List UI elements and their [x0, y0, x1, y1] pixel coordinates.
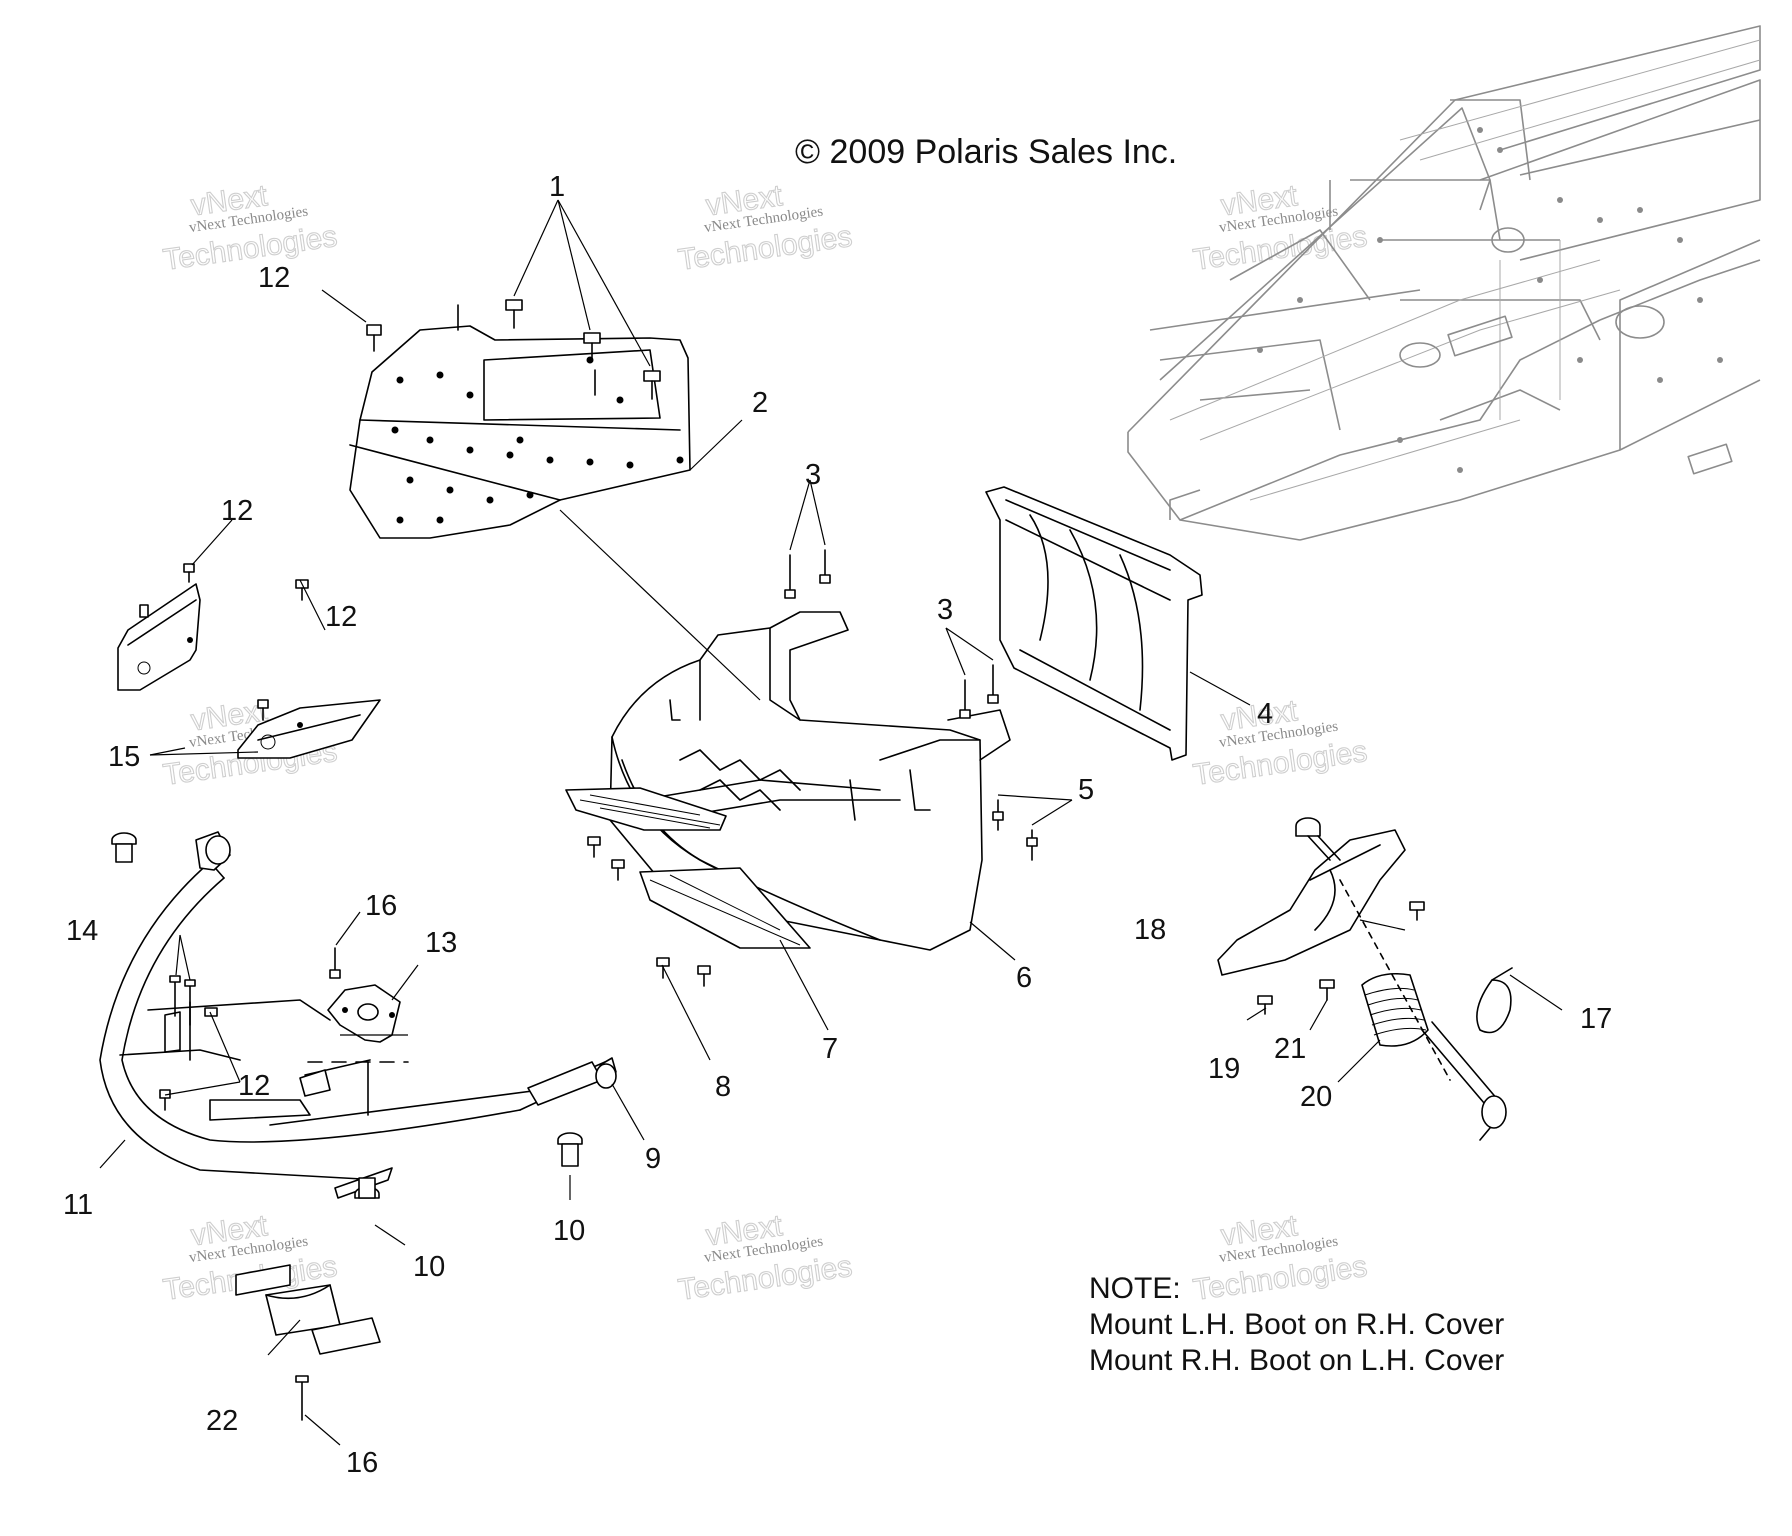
side-cover-left	[117, 563, 201, 691]
watermark-technologies: Technologies	[676, 1250, 854, 1307]
watermark-technologies: Technologies	[676, 220, 854, 277]
steering-boot-assembly	[1217, 817, 1513, 1141]
watermark-technologies: Technologies	[1191, 735, 1369, 792]
bumper-bracket	[307, 947, 409, 1116]
callout-14: 14	[66, 915, 98, 947]
watermark-technologies: Technologies	[161, 220, 339, 277]
bulkhead-panel	[985, 486, 1203, 761]
assembly-note: NOTE: Mount L.H. Boot on R.H. Cover Moun…	[1089, 1272, 1504, 1377]
watermark-technologies: Technologies	[1191, 220, 1369, 277]
callout-2: 2	[752, 387, 768, 419]
callout-8: 8	[715, 1071, 731, 1103]
bolts-part-3-5-8	[587, 549, 1038, 987]
callout-22: 22	[206, 1405, 238, 1437]
callout-20: 20	[1300, 1081, 1332, 1113]
callout-numbers: 1 2 3 3 4 5 6 7 8 9 10 10 11 12 12 12 12…	[63, 171, 1612, 1479]
callout-21: 21	[1274, 1033, 1306, 1065]
callout-16-top: 16	[365, 890, 397, 922]
callout-6: 6	[1016, 962, 1032, 994]
chassis-frame	[1127, 25, 1761, 541]
callout-19: 19	[1208, 1053, 1240, 1085]
bolts-part-10-12-14	[111, 832, 583, 1199]
note-line-2: Mount R.H. Boot on L.H. Cover	[1089, 1344, 1504, 1377]
vent-grilles	[565, 787, 811, 949]
side-cover-right	[237, 579, 381, 759]
callout-3-top: 3	[805, 459, 821, 491]
callout-15: 15	[108, 741, 140, 773]
leader-lines	[99, 199, 1563, 1446]
callout-18: 18	[1134, 914, 1166, 946]
callout-10-left: 10	[413, 1251, 445, 1283]
callout-10-right: 10	[553, 1215, 585, 1247]
bumper-mount-brackets	[235, 1264, 381, 1421]
callout-13: 13	[425, 927, 457, 959]
callout-5: 5	[1078, 774, 1094, 806]
note-line-1: Mount L.H. Boot on R.H. Cover	[1089, 1308, 1504, 1341]
callout-11: 11	[63, 1189, 93, 1221]
front-bumper	[99, 831, 617, 1199]
copyright-text: © 2009 Polaris Sales Inc.	[795, 133, 1177, 171]
callout-12-top: 12	[258, 262, 290, 294]
callout-12-side: 12	[325, 601, 357, 633]
callout-7: 7	[822, 1033, 838, 1065]
watermark-technologies: Technologies	[1191, 1250, 1369, 1307]
callout-1: 1	[549, 171, 565, 203]
callout-16-bottom: 16	[346, 1447, 378, 1479]
callout-9: 9	[645, 1143, 661, 1175]
callout-4: 4	[1257, 698, 1273, 730]
skid-plate	[349, 304, 691, 539]
callout-12-bumper: 12	[238, 1070, 270, 1102]
callout-17: 17	[1580, 1003, 1612, 1035]
note-heading: NOTE:	[1089, 1272, 1181, 1305]
callout-12-cover: 12	[221, 495, 253, 527]
bolts-part-1	[366, 299, 661, 400]
callout-3-right: 3	[937, 594, 953, 626]
nose-pan	[609, 611, 1011, 951]
